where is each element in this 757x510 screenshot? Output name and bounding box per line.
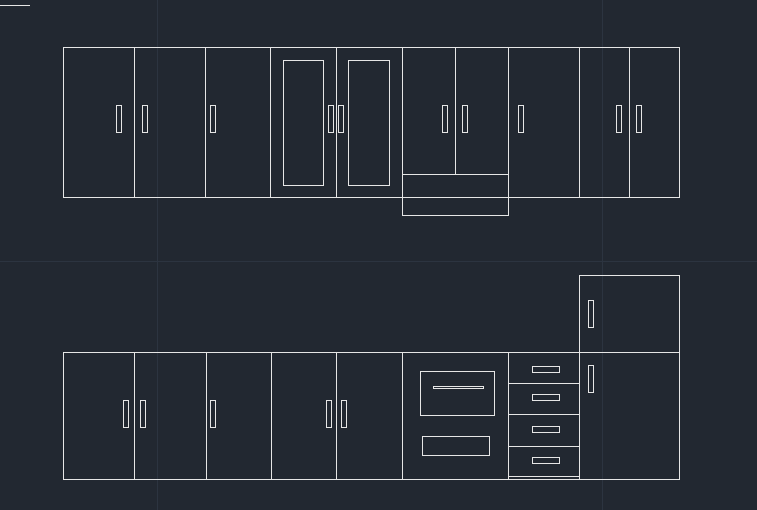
door-handle: [588, 300, 594, 328]
door-handle: [462, 105, 468, 133]
door-handle: [532, 426, 560, 433]
door-handle: [140, 400, 146, 428]
door-handle: [588, 365, 594, 393]
door-handle: [532, 394, 560, 401]
door-handle: [616, 105, 622, 133]
door-handle: [338, 105, 344, 133]
oven-drawer[interactable]: [422, 436, 490, 456]
door-handle: [328, 105, 334, 133]
door-handle: [210, 400, 216, 428]
door-handle: [518, 105, 524, 133]
door-handle: [123, 400, 129, 428]
lower-door-dividers: [134, 352, 580, 480]
door-handle: [341, 400, 347, 428]
range-hood-panel[interactable]: [402, 174, 509, 216]
glass-door-panel[interactable]: [348, 60, 390, 186]
oven-door[interactable]: [420, 371, 495, 416]
upper-door-dividers: [134, 47, 630, 216]
oven-handle: [433, 386, 484, 389]
lower-cabinets-elevation[interactable]: [63, 275, 680, 480]
door-handle: [116, 105, 122, 133]
door-handle: [532, 366, 560, 373]
lower-door-handles: [123, 300, 594, 464]
upper-door-handles: [116, 105, 642, 133]
door-handle: [636, 105, 642, 133]
door-handle: [442, 105, 448, 133]
door-handle: [210, 105, 216, 133]
glass-door-panel[interactable]: [283, 60, 324, 186]
door-handle: [326, 400, 332, 428]
upper-cabinets-elevation[interactable]: [63, 47, 680, 216]
lower-cabinet-outline[interactable]: [63, 352, 680, 480]
upper-cabinet-outline[interactable]: [63, 47, 680, 198]
oven[interactable]: [420, 371, 495, 456]
door-handle: [532, 457, 560, 464]
drawer-stack[interactable]: [508, 383, 580, 477]
tall-unit-upper-door[interactable]: [579, 275, 680, 353]
door-handle: [142, 105, 148, 133]
